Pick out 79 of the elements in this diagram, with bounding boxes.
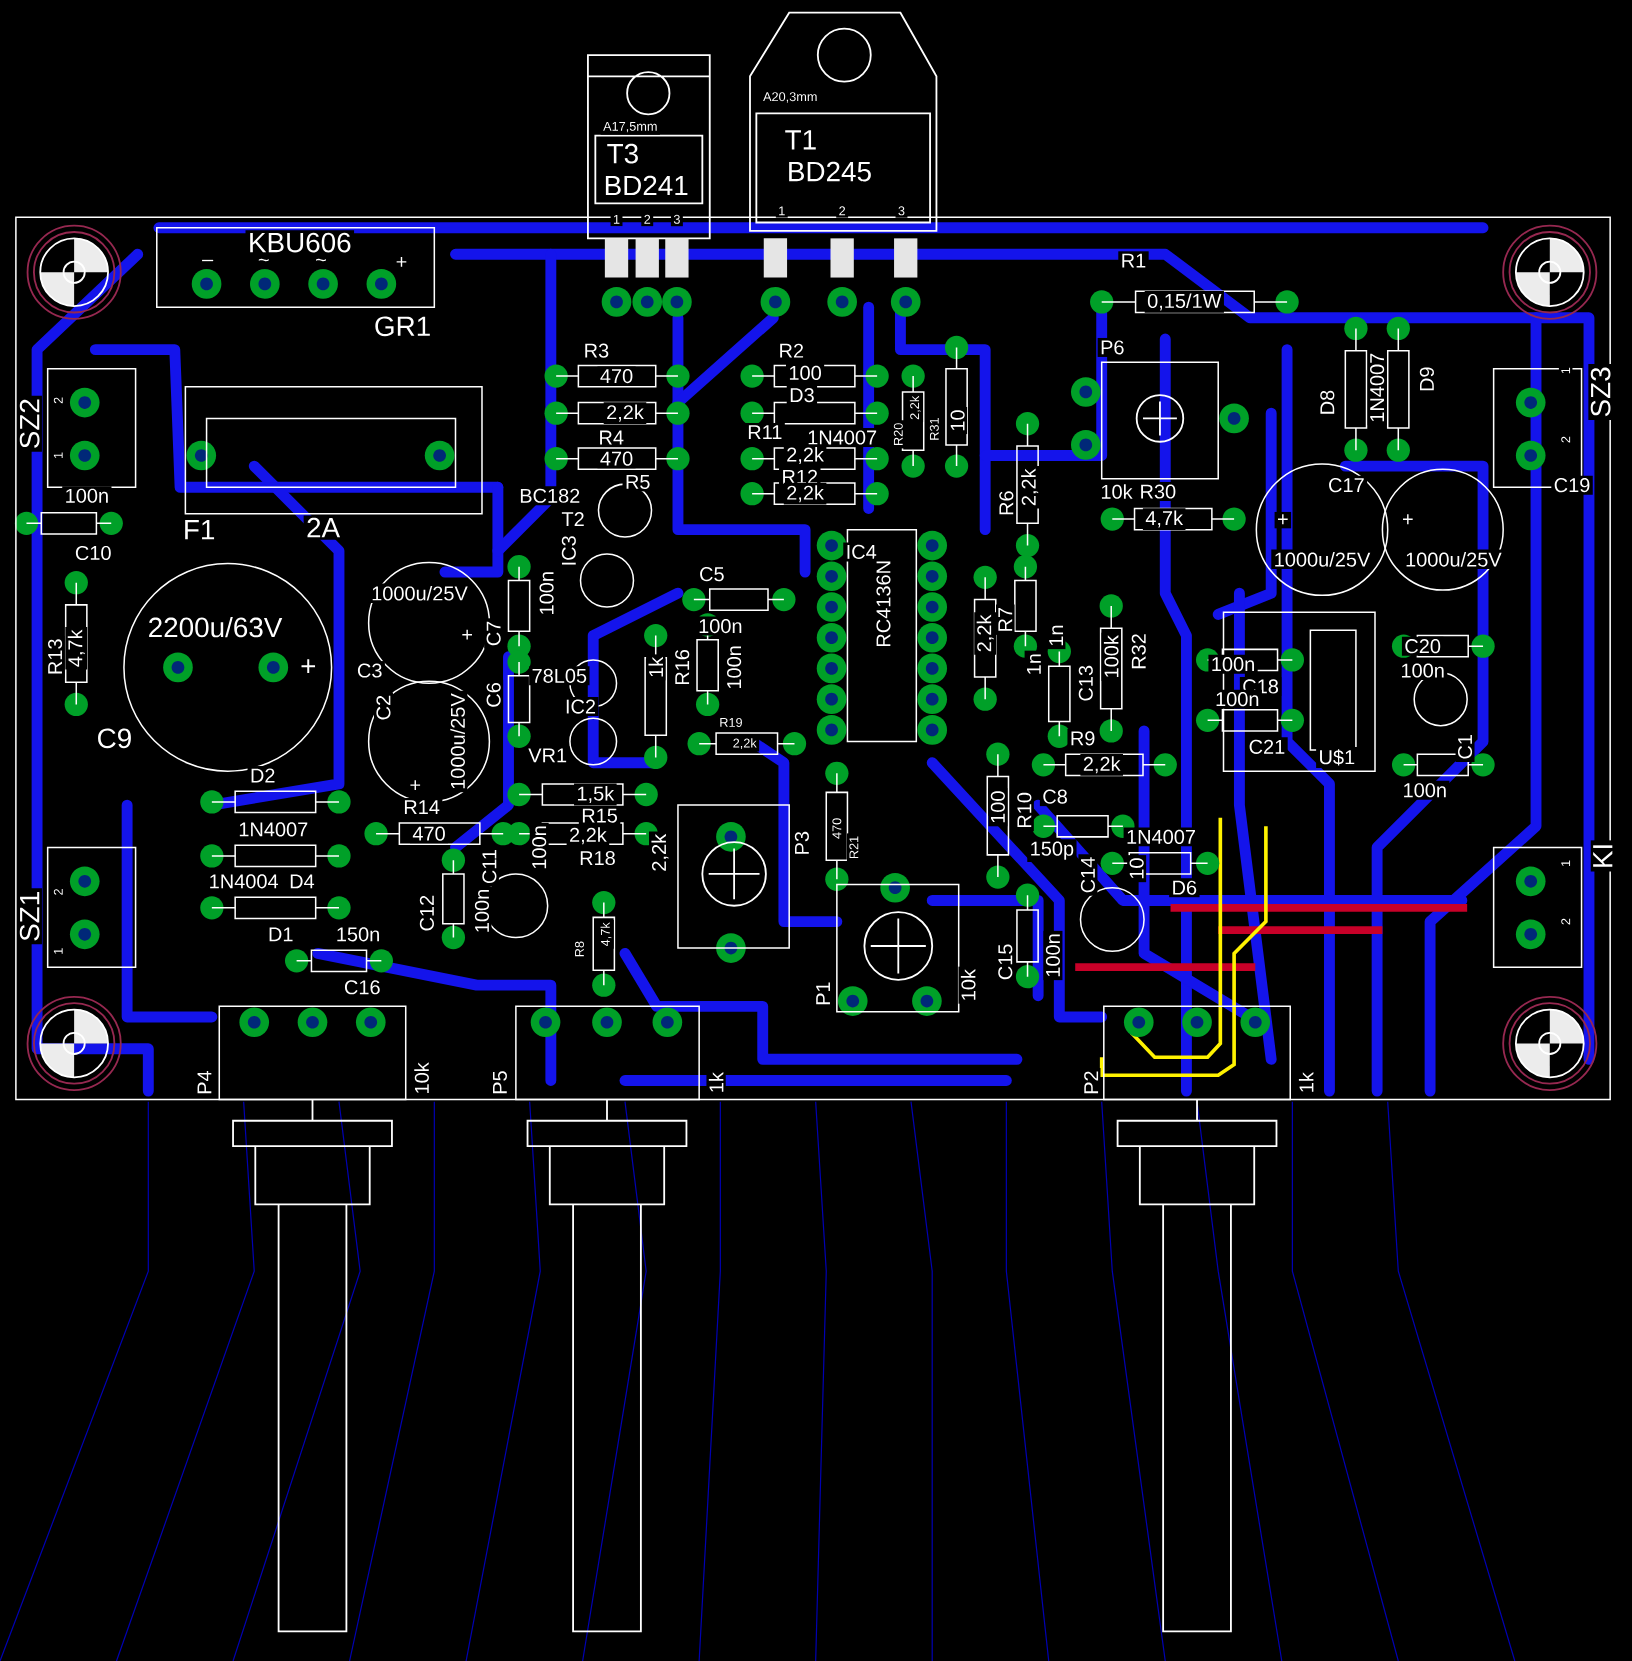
- component-label: KI: [1590, 840, 1615, 872]
- component-label: R32: [1129, 630, 1149, 673]
- component-label: 1k: [706, 1069, 726, 1096]
- component-label: C7: [483, 618, 503, 649]
- component-label: IC3: [559, 532, 579, 569]
- component-label: C3: [354, 661, 385, 681]
- component-label: T3: [604, 141, 642, 166]
- component-label: 470: [597, 366, 636, 386]
- component-label: BC182: [516, 486, 583, 506]
- component-label: 100n: [62, 486, 112, 506]
- component-label: 100k: [1101, 632, 1121, 681]
- component-label: R20: [891, 420, 906, 449]
- component-label: R9: [1067, 728, 1098, 748]
- component-label: 78L05: [528, 666, 590, 686]
- component-label: 2A: [303, 515, 343, 540]
- component-label: 2200u/63V: [145, 614, 285, 640]
- component-label: 1: [51, 945, 65, 958]
- component-label: –: [199, 257, 216, 268]
- component-label: R15: [578, 806, 621, 826]
- component-label: C21: [1246, 737, 1288, 757]
- component-label: D9: [1417, 364, 1437, 395]
- component-label: 150p: [1027, 839, 1077, 863]
- component-label: R2: [775, 341, 807, 361]
- component-label: R3: [581, 341, 612, 361]
- component-label: C2: [373, 692, 393, 723]
- component-label: 1000u/25V: [368, 583, 471, 603]
- component-label: 1k: [1296, 1069, 1316, 1096]
- component-label: IC4: [843, 542, 879, 562]
- component-label: C14: [1078, 854, 1098, 896]
- component-label: 2,2k: [648, 831, 671, 875]
- component-label: F1: [180, 517, 218, 542]
- component-label: 100: [988, 788, 1008, 827]
- component-label: 2,2k: [974, 612, 996, 655]
- component-label: C12: [417, 892, 437, 934]
- component-label: BD241: [601, 173, 691, 198]
- component-label: 2,2k: [1080, 753, 1123, 776]
- component-label: 10k: [958, 966, 978, 1004]
- component-label: 2: [641, 212, 653, 227]
- component-label: 1k: [645, 654, 666, 681]
- component-label: D6: [1168, 878, 1200, 898]
- component-label: R6: [996, 488, 1016, 519]
- component-label: GR1: [371, 314, 434, 339]
- component-label: 470: [409, 824, 448, 844]
- component-label: SZ2: [17, 395, 42, 452]
- component-label: C10: [72, 543, 114, 563]
- component-label: D4: [286, 872, 317, 891]
- component-label: 100n: [1043, 930, 1063, 981]
- component-label: P3: [792, 828, 812, 858]
- component-label: R31: [927, 414, 942, 444]
- component-label: 4,7k: [1142, 508, 1186, 530]
- component-label: 1N4004: [206, 871, 281, 891]
- component-label: SZ1: [17, 888, 42, 945]
- component-label: IC2: [562, 697, 599, 717]
- component-label: 2,2k: [907, 393, 923, 423]
- component-label: 100n: [1397, 661, 1448, 681]
- component-label: 2: [51, 394, 65, 407]
- component-label: 2,2k: [603, 402, 647, 425]
- component-label: 1N4007: [804, 428, 880, 447]
- component-label: D1: [265, 925, 296, 944]
- component-label: R30: [1136, 482, 1179, 502]
- component-label: 100n: [472, 886, 492, 936]
- component-label: 1000u/25V: [1271, 549, 1373, 570]
- component-label: 2,2k: [1018, 466, 1041, 509]
- component-label: C8: [1039, 787, 1071, 807]
- component-label: BD245: [784, 159, 875, 184]
- component-label: D8: [1317, 387, 1337, 418]
- component-label: D2: [247, 766, 278, 785]
- component-label: R4: [595, 428, 627, 447]
- component-label: 2: [51, 886, 65, 898]
- component-label: 100: [785, 363, 824, 383]
- component-label: C13: [1076, 662, 1096, 704]
- component-label: 1N4007: [1123, 827, 1199, 847]
- component-label: 4,7k: [65, 627, 87, 670]
- component-label: VR1: [525, 746, 570, 765]
- component-label: 2: [836, 203, 848, 218]
- component-label: 470: [597, 449, 636, 469]
- component-label: SZ3: [1588, 364, 1613, 420]
- component-label: C9: [94, 726, 135, 751]
- component-label: R1: [1118, 251, 1149, 270]
